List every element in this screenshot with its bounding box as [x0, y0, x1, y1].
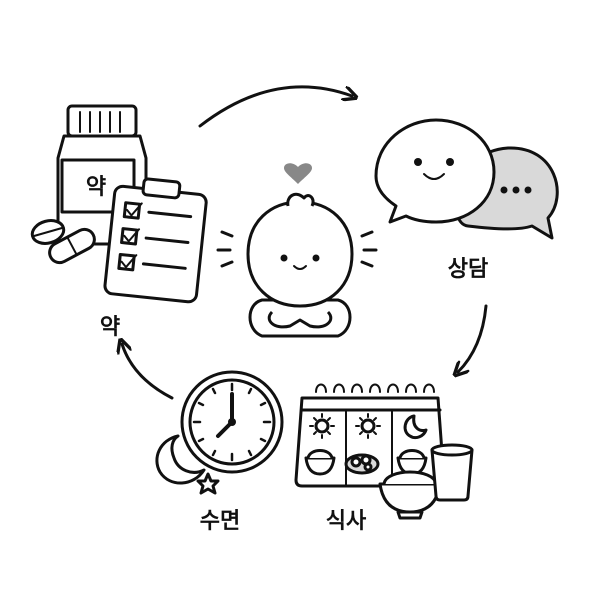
- clock-icon: [180, 370, 284, 474]
- label-medicine: 약: [100, 315, 120, 340]
- label-meal: 식사: [326, 509, 367, 534]
- rice-bowl-icon: [378, 470, 442, 520]
- speech-bubbles-icon: [374, 118, 559, 240]
- cycle-arrow-icon: [122, 85, 488, 400]
- pills-icon: [30, 219, 96, 265]
- character-icon: [216, 192, 378, 338]
- bottle-label: 약: [86, 175, 106, 200]
- cup-icon: [430, 443, 474, 502]
- calendar-icon: [294, 383, 446, 488]
- heart-icon: [284, 163, 312, 184]
- label-sleep: 수면: [200, 509, 240, 534]
- moon-icon: [155, 434, 206, 485]
- star-icon: [196, 472, 220, 495]
- label-counseling: 상담: [448, 257, 488, 282]
- checklist-icon: [103, 177, 208, 304]
